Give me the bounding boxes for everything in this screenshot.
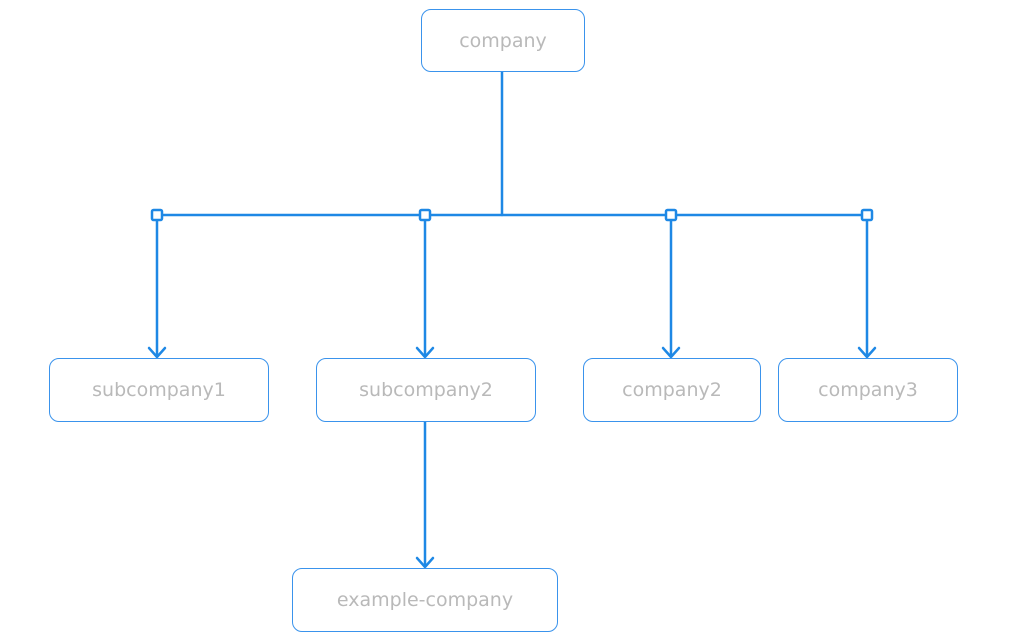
arrowhead-company2 [661,346,681,359]
node-label: company2 [622,379,722,401]
junction-handle-subcompany1[interactable] [150,208,164,222]
node-label: company3 [818,379,918,401]
arrowhead-example-company [415,556,435,569]
node-subcompany2[interactable]: subcompany2 [316,358,536,422]
node-label: subcompany2 [359,379,493,401]
arrowhead-company3 [857,346,877,359]
node-label: subcompany1 [92,379,226,401]
node-example-company[interactable]: example-company [292,568,558,632]
node-label: company [459,29,547,52]
node-company2[interactable]: company2 [583,358,761,422]
junction-handle-company2[interactable] [664,208,678,222]
node-company[interactable]: company [421,9,585,72]
node-subcompany1[interactable]: subcompany1 [49,358,269,422]
arrowhead-subcompany1 [147,346,167,359]
node-label: example-company [336,589,514,611]
junction-handle-subcompany2[interactable] [418,208,432,222]
junction-handle-company3[interactable] [860,208,874,222]
node-company3[interactable]: company3 [778,358,958,422]
arrowhead-subcompany2 [415,346,435,359]
